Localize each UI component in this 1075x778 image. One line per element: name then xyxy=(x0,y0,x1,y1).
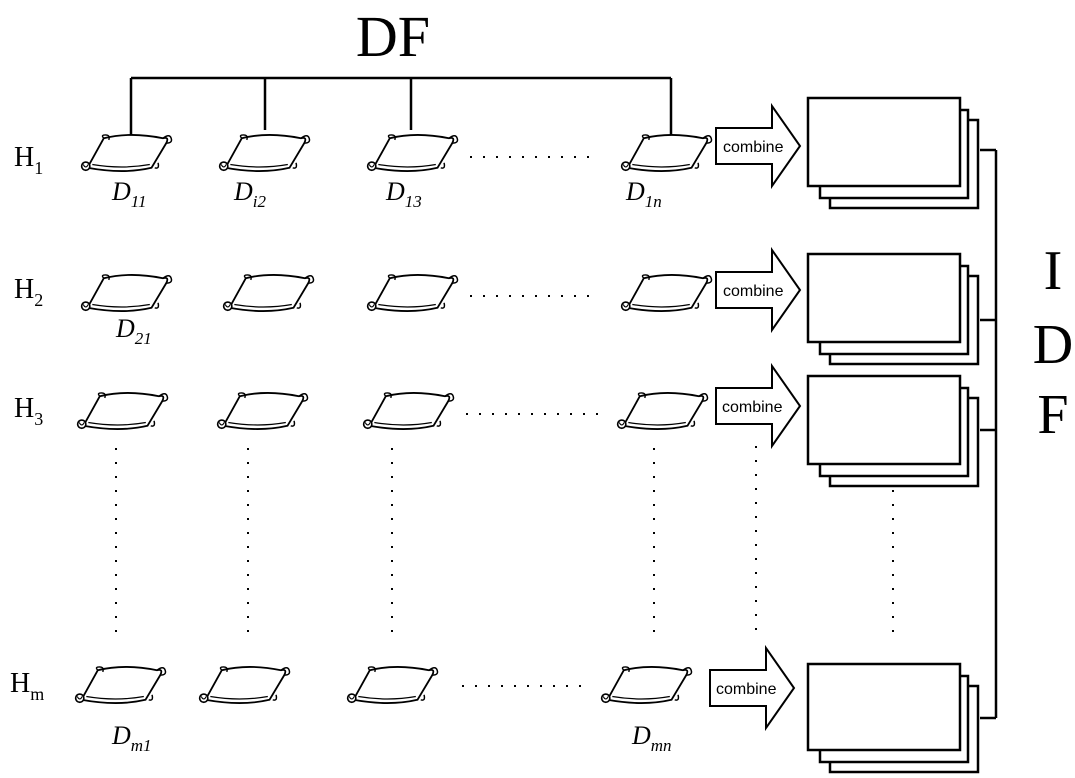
row-h3: H3 xyxy=(14,391,709,431)
doc-label: D13 xyxy=(385,177,422,211)
scroll-icon xyxy=(366,273,459,313)
scroll-icon xyxy=(616,391,709,431)
scroll-icon xyxy=(216,391,309,431)
doc-label: Dmn xyxy=(631,721,672,755)
scroll-icon xyxy=(198,665,291,705)
combine-arrow-row2: combine xyxy=(715,246,802,334)
scroll-icon xyxy=(222,273,315,313)
row-label: Hm xyxy=(10,668,44,704)
row-h2: H2 D21 xyxy=(14,273,713,348)
df-title: DF xyxy=(356,4,430,69)
combine-label: combine xyxy=(723,139,784,156)
doc-label: D11 xyxy=(111,177,147,211)
row-h1: H1 D11 Di2 D13 D1n xyxy=(14,133,713,211)
idf-bracket xyxy=(980,148,998,720)
idf-letter-d: D xyxy=(1033,314,1073,376)
stacked-pages-icon xyxy=(806,374,980,488)
df-bracket xyxy=(129,76,673,136)
scroll-icon xyxy=(620,133,713,173)
stacked-pages-icon xyxy=(806,662,980,774)
doc-label: D1n xyxy=(625,177,662,211)
combine-label: combine xyxy=(716,681,777,698)
scroll-icon xyxy=(346,665,439,705)
stacked-pages-icon xyxy=(806,252,980,366)
doc-label: Dm1 xyxy=(111,721,152,755)
combine-label: combine xyxy=(722,399,783,416)
scroll-icon xyxy=(362,391,455,431)
combine-arrow-row1: combine xyxy=(715,102,802,190)
combine-arrow-rowm: combine xyxy=(709,644,796,732)
row-label: H1 xyxy=(14,142,43,178)
scroll-icon xyxy=(620,273,713,313)
idf-letter-i: I xyxy=(1044,240,1063,302)
scroll-icon xyxy=(80,133,173,173)
vertical-ellipsis xyxy=(115,446,894,640)
row-label: H2 xyxy=(14,274,43,310)
scroll-icon xyxy=(600,665,693,705)
row-hm: Hm Dm1 Dmn xyxy=(10,665,693,755)
block-arrow-icon xyxy=(715,102,802,190)
doc-label: Di2 xyxy=(233,177,267,211)
scroll-icon xyxy=(76,391,169,431)
combine-arrow-row3: combine xyxy=(715,362,802,450)
scroll-icon xyxy=(80,273,173,313)
stacked-pages-icon xyxy=(806,96,980,210)
block-arrow-icon xyxy=(709,644,796,732)
combine-label: combine xyxy=(723,283,784,300)
row-label: H3 xyxy=(14,393,43,429)
block-arrow-icon xyxy=(715,246,802,334)
scroll-icon xyxy=(366,133,459,173)
scroll-icon xyxy=(218,133,311,173)
scroll-icon xyxy=(74,665,167,705)
idf-letter-f: F xyxy=(1037,384,1068,446)
block-arrow-icon xyxy=(715,362,802,450)
doc-label: D21 xyxy=(115,314,152,348)
